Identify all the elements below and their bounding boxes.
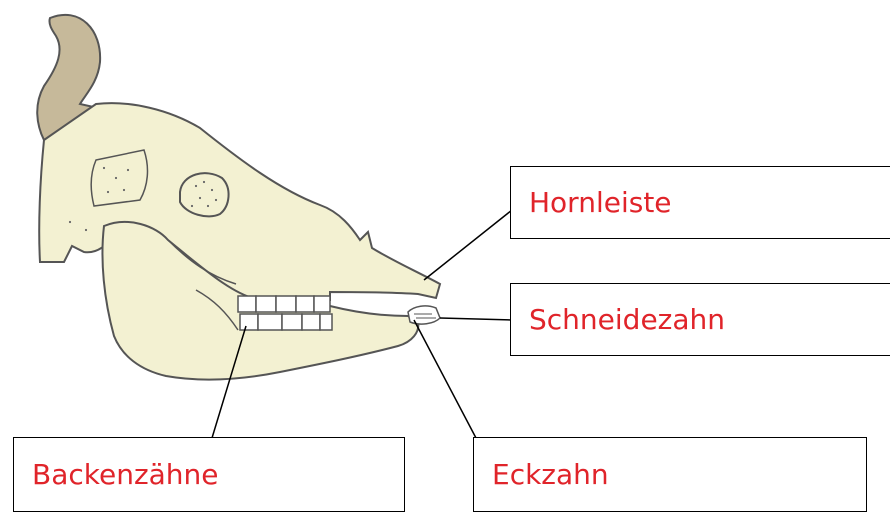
label-hornleiste: Hornleiste <box>529 186 672 219</box>
label-backenzaehne: Backenzähne <box>32 458 219 491</box>
label-schneidezahn: Schneidezahn <box>529 303 725 336</box>
leader-eckzahn <box>414 320 476 438</box>
eye-socket <box>180 173 229 216</box>
label-box-eckzahn: Eckzahn <box>473 437 867 512</box>
incisor-teeth <box>408 306 440 324</box>
label-box-schneidezahn: Schneidezahn <box>510 283 890 356</box>
leader-hornleiste <box>424 210 512 280</box>
leader-schneidezahn <box>440 318 512 320</box>
label-box-hornleiste: Hornleiste <box>510 166 890 239</box>
label-box-backenzaehne: Backenzähne <box>13 437 405 512</box>
label-eckzahn: Eckzahn <box>492 458 609 491</box>
